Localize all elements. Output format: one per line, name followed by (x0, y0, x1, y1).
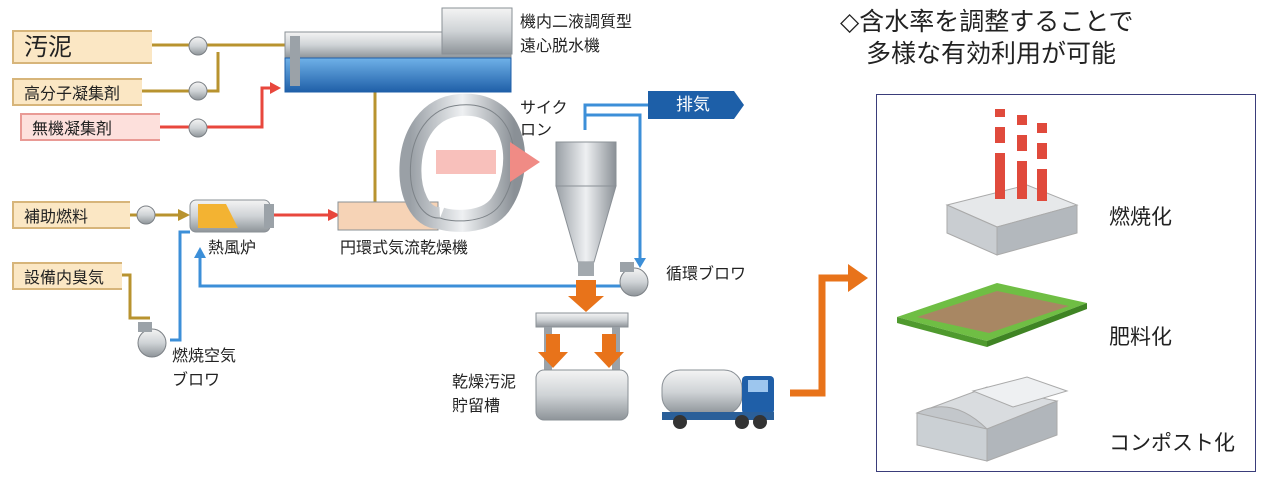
coagulant-arrow (270, 82, 281, 94)
input-polymer-coagulant: 高分子凝集剤 (12, 78, 142, 106)
heading-line2: 多様な有効利用が可能 (866, 39, 1117, 68)
label-centrifuge: 機内二液調質型 (520, 12, 633, 31)
compost-facility-icon (915, 376, 1069, 462)
use-compost: コンポスト化 (1109, 431, 1235, 455)
combustion-blower-icon (137, 322, 167, 358)
label-dry-sludge-tank: 乾燥汚泥 (452, 372, 517, 391)
cyclone-down-arrow (568, 280, 604, 312)
furnace-icon (189, 199, 274, 233)
uses-panel: 燃焼化 肥料化 コンポスト化 (876, 94, 1256, 472)
label-cyclone-2: ロン (520, 120, 553, 139)
use-incineration: 燃焼化 (1109, 205, 1172, 229)
ring-dryer-icon (337, 93, 540, 232)
label-hot-air-furnace: 熱風炉 (208, 238, 257, 257)
input-inorganic-coagulant: 無機凝集剤 (20, 113, 160, 141)
label-ring-dryer: 円環式気流乾燥機 (340, 238, 469, 257)
label-exhaust: 排気 (676, 95, 710, 115)
heading-line1: ◇含水率を調整することで (840, 7, 1134, 36)
circulation-blower-icon (619, 262, 649, 297)
exhaust-tag-shape (648, 91, 744, 119)
label-dry-sludge-tank-2: 貯留槽 (452, 396, 501, 415)
label-combustion-blower-2: ブロワ (172, 370, 221, 389)
uses-illustrations (897, 109, 1087, 462)
output-arrow-head (848, 264, 868, 292)
input-odor-air: 設備内臭気 (12, 262, 122, 290)
truck-icon (661, 369, 774, 429)
centrifuge-icon (284, 7, 513, 93)
valve-icons (136, 36, 208, 225)
cyclone-icon (555, 141, 617, 276)
field-icon (897, 283, 1087, 347)
storage-tank-icon (535, 312, 629, 421)
air-line (170, 103, 648, 342)
label-cyclone: サイク (520, 98, 568, 117)
air-arrow (194, 247, 206, 258)
dryer-feed-arrow (328, 209, 340, 221)
air-arrow-2 (634, 258, 646, 268)
label-centrifuge-2: 遠心脱水機 (520, 36, 601, 55)
input-sludge: 汚泥 (12, 30, 152, 64)
use-fertilizer: 肥料化 (1109, 325, 1172, 349)
fuel-arrow (178, 209, 190, 221)
label-combustion-blower: 燃焼空気 (172, 346, 237, 365)
input-aux-fuel: 補助燃料 (12, 201, 130, 229)
coagulant-line (160, 86, 330, 217)
tank-arrow-left (538, 334, 568, 368)
output-arrow (790, 274, 852, 397)
factory-icon (945, 109, 1079, 256)
label-circulation-blower: 循環ブロワ (666, 264, 747, 283)
tank-arrow-right (594, 334, 624, 368)
